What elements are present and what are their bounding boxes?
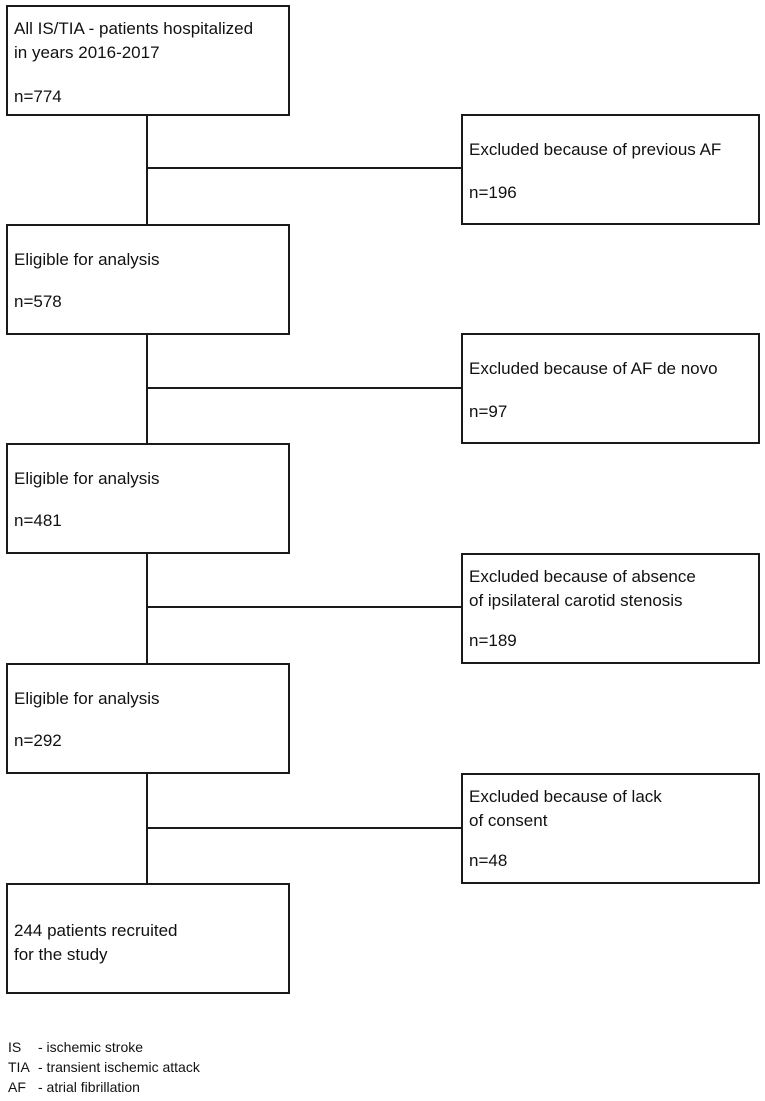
eligible-text: Eligible for analysis [14,689,160,708]
eligible-box-2: Eligible for analysis n=481 [6,443,290,554]
excluded-count: n=48 [469,851,508,870]
excluded-text: Excluded because of AF de novo [469,359,718,378]
eligible-text: Eligible for analysis [14,250,160,269]
excluded-box-1: Excluded because of previous AF n=196 [461,114,760,225]
final-box: 244 patients recruited for the study [6,883,290,994]
excluded-count: n=196 [469,183,517,202]
start-box: All IS/TIA - patients hospitalized in ye… [6,5,290,116]
eligible-box-3: Eligible for analysis n=292 [6,663,290,774]
final-text-line: 244 patients recruited [14,921,178,940]
start-text-line: in years 2016-2017 [14,43,160,62]
legend-desc: - ischemic stroke [38,1039,144,1055]
excluded-count: n=189 [469,631,517,650]
legend-desc: - transient ischemic attack [38,1059,200,1075]
excluded-text: Excluded because of lack [469,787,662,806]
eligible-count: n=292 [14,731,62,750]
excluded-text: of consent [469,811,548,830]
legend-abbr: TIA [8,1059,30,1075]
legend-desc: - atrial fibrillation [38,1079,140,1095]
excluded-box-4: Excluded because of lack of consent n=48 [461,773,760,884]
excluded-box-2: Excluded because of AF de novo n=97 [461,333,760,444]
eligible-box-1: Eligible for analysis n=578 [6,224,290,335]
eligible-text: Eligible for analysis [14,469,160,488]
legend-abbr: IS [8,1039,22,1055]
legend-abbr: AF [8,1079,26,1095]
final-text-line: for the study [14,945,108,964]
eligible-count: n=481 [14,511,62,530]
abbreviation-legend: IS - ischemic stroke TIA - transient isc… [8,1037,200,1097]
excluded-text: of ipsilateral carotid stenosis [469,591,683,610]
start-count: n=774 [14,87,62,106]
excluded-text: Excluded because of absence [469,567,696,586]
legend-row: IS - ischemic stroke [8,1037,200,1057]
excluded-count: n=97 [469,402,508,421]
legend-row: AF - atrial fibrillation [8,1077,200,1097]
start-text-line: All IS/TIA - patients hospitalized [14,19,254,38]
legend-row: TIA - transient ischemic attack [8,1057,200,1077]
excluded-box-3: Excluded because of absence of ipsilater… [461,553,760,664]
eligible-count: n=578 [14,292,62,311]
excluded-text: Excluded because of previous AF [469,140,722,159]
